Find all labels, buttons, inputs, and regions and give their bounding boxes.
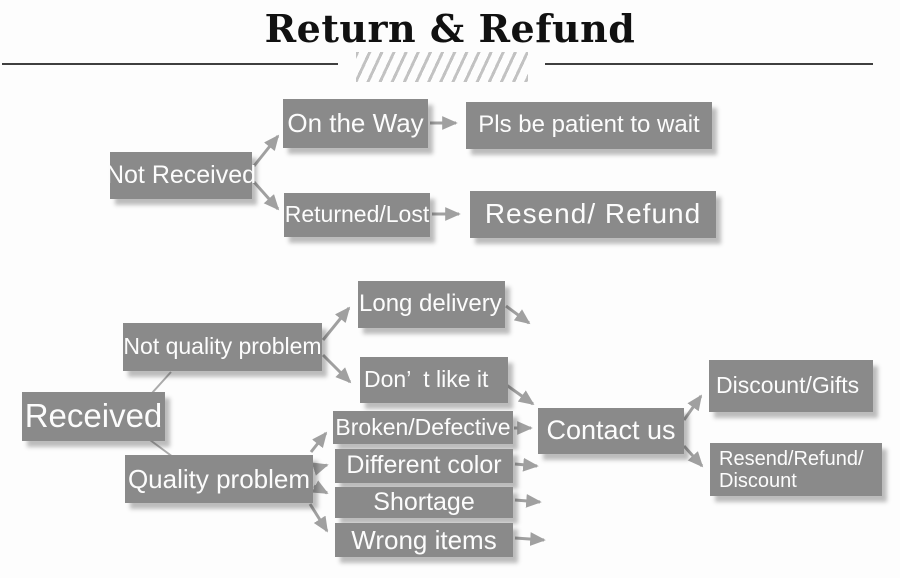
node-resend-refund-discount-line2: Discount [719,469,797,492]
arrow-dont-like-it-to-contact-us [504,382,535,406]
page-title: Return & Refund [264,6,636,51]
node-discount-gifts-label: Discount/Gifts [716,372,860,399]
node-dont-like-it: Don’ t like it [360,357,508,403]
node-long-delivery-label: Long delivery [359,290,502,318]
arrow-long-delivery-out [505,304,531,325]
node-quality-problem: Quality problem [125,455,313,503]
divider-line-left [2,63,338,65]
node-on-the-way: On the Way [283,99,428,148]
arrow-quality-to-different-color [311,462,329,476]
arrow-shortage-out [514,494,542,508]
node-resend-refund: Resend/ Refund [470,191,716,238]
node-received: Received [22,392,165,441]
node-resend-refund-label: Resend/ Refund [484,198,702,230]
node-not-received: Not Received [106,152,256,199]
node-broken-defective-label: Broken/Defective [335,413,511,440]
node-returned-lost: Returned/Lost [284,193,430,237]
node-wrong-items: Wrong items [335,523,513,557]
arrow-contact-us-to-discount-gifts [682,394,703,421]
node-shortage-label: Shortage [373,487,475,516]
arrow-quality-to-broken-defective [309,431,328,453]
node-shortage: Shortage [335,487,513,518]
node-on-the-way-label: On the Way [287,108,424,139]
node-pls-be-patient-label: Pls be patient to wait [478,111,700,139]
node-contact-us-label: Contact us [546,415,676,446]
node-long-delivery: Long delivery [358,281,505,328]
node-different-color: Different color [335,449,513,483]
arrow-not-received-to-on-the-way [252,134,280,167]
node-not-quality-problem: Not quality problem [123,323,322,371]
node-contact-us: Contact us [538,408,684,454]
node-discount-gifts: Discount/Gifts [709,360,873,412]
node-dont-like-it-label: Don’ t like it [364,366,489,393]
arrow-not-quality-to-long-delivery [321,306,351,341]
node-resend-refund-discount: Resend/Refund/ Discount [710,443,882,496]
line-received-to-not-quality [151,371,172,394]
node-different-color-label: Different color [346,451,502,480]
node-quality-problem-label: Quality problem [127,463,311,494]
arrow-different-color-out [514,457,539,472]
divider-line-right [545,63,873,65]
node-received-label: Received [24,397,163,435]
arrow-contact-us-to-resend-refund-discount [682,444,704,468]
arrow-not-quality-to-dont-like-it [321,353,352,384]
node-broken-defective: Broken/Defective [333,411,513,444]
arrow-quality-to-wrong-items [308,503,329,533]
node-resend-refund-discount-line1: Resend/Refund/ [719,447,864,470]
node-returned-lost-label: Returned/Lost [284,201,430,228]
node-not-quality-problem-label: Not quality problem [123,333,322,360]
node-not-received-label: Not Received [105,160,257,189]
arrow-not-received-to-returned-lost [252,181,280,211]
arrow-wrong-items-out [514,532,546,546]
divider-hatch-pattern [356,52,528,82]
node-pls-be-patient: Pls be patient to wait [466,102,712,149]
node-wrong-items-label: Wrong items [351,524,497,555]
arrow-quality-to-shortage [311,480,329,495]
